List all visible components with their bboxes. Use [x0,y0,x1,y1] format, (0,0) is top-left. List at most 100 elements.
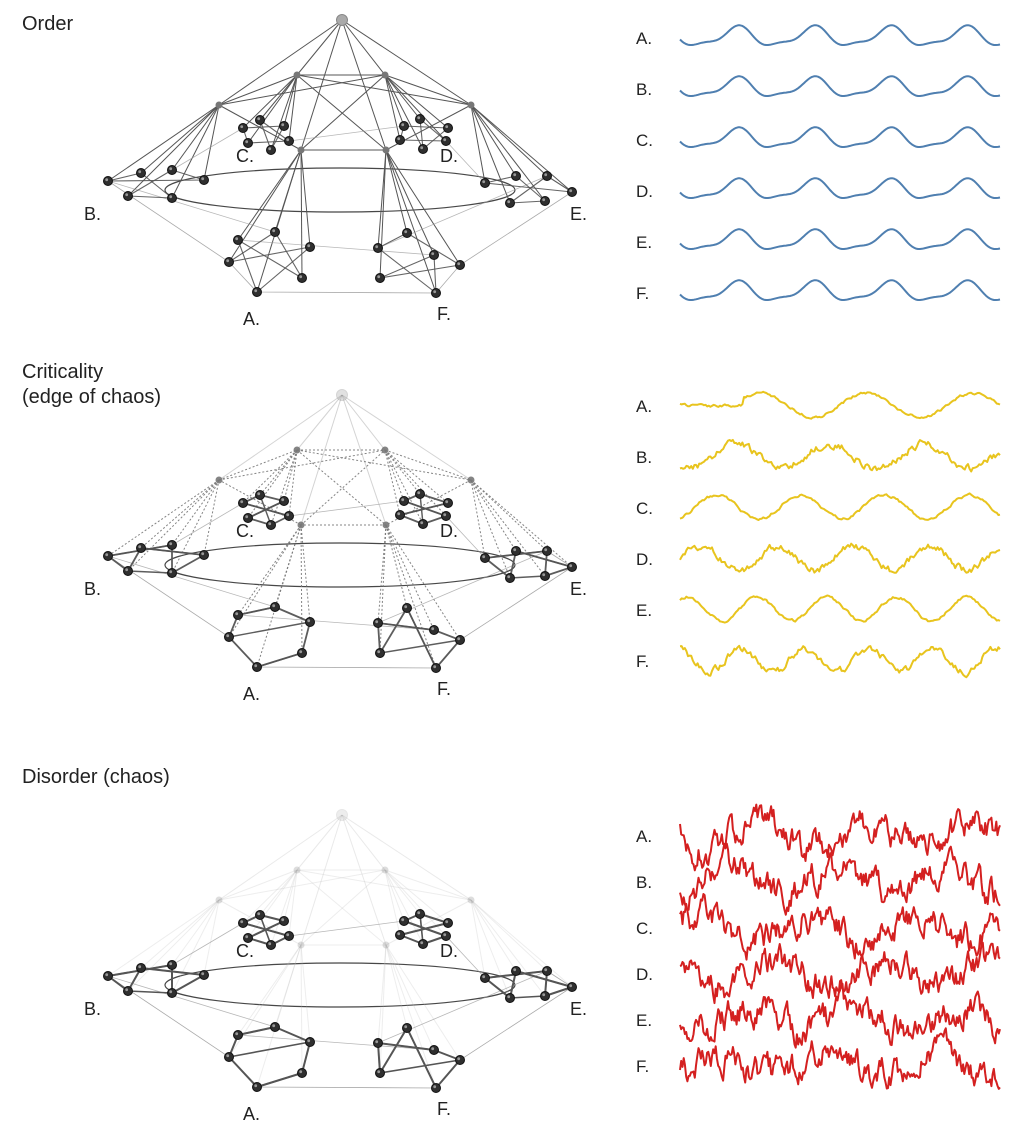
intra-region-edge [379,264,461,279]
region-node [540,991,550,1001]
intra-region-edge [228,1041,311,1058]
region-node [415,114,425,124]
region-node-highlight [375,245,379,249]
region-node-highlight [105,178,109,182]
region-node [199,175,209,185]
intra-region-edge [127,169,173,197]
signal-label-a: A. [636,29,652,48]
apex-edge [341,394,472,481]
region-node [123,191,133,201]
hub-to-node-edge [470,104,548,177]
intra-region-edge [237,1026,276,1036]
hub-to-node-edge [300,524,311,623]
signal-label-a: A. [636,827,652,846]
region-node [395,510,405,520]
region-node-highlight [105,973,109,977]
intra-region-edge [484,977,511,999]
intra-region-edge [247,500,285,519]
hub-to-node-edge [259,74,298,121]
region-node-highlight [281,123,285,127]
region-node [238,498,248,508]
region-node [224,257,234,267]
hub-to-node-edge [384,869,447,937]
region-node-highlight [375,620,379,624]
hub-to-node-edge [274,944,302,1028]
region-node-highlight [377,650,381,654]
apex-node [336,14,348,26]
signal-label-d: D. [636,550,653,569]
hub-node [467,476,475,484]
hub-to-node-edge [379,149,387,279]
region-node-highlight [125,988,129,992]
signal-label-f: F. [636,652,649,671]
region-node [455,1055,465,1065]
region-node [540,571,550,581]
region-node [167,568,177,578]
hub-edge [218,449,298,481]
panel-title-disorder: Disorder (chaos) [22,766,170,788]
region-node [167,193,177,203]
inter-region-edge [237,614,435,631]
region-node-highlight [397,137,401,141]
hub-to-node-edge [300,944,311,1043]
signal-trace-d [679,177,1001,199]
hub-node [215,476,223,484]
intra-region-edge [422,127,449,150]
region-node [279,121,289,131]
region-node-highlight [307,244,311,248]
hub-to-node-edge [140,899,220,969]
region-node [233,610,243,620]
hub-to-node-edge [385,524,435,631]
hub-edge [218,869,386,901]
intra-region-edge [127,570,173,574]
region-node-highlight [272,1024,276,1028]
hub-to-node-edge [384,449,447,517]
hub-to-node-edge [259,449,298,496]
region-node-highlight [445,920,449,924]
hub-to-node-edge [384,869,401,936]
region-node-highlight [417,911,421,915]
region-node-highlight [169,990,173,994]
apex-edge [300,814,343,946]
intra-region-edge [259,119,290,142]
region-node [266,940,276,950]
hub-to-node-edge [140,479,220,549]
region-node [415,489,425,499]
apex-edge [341,814,472,901]
intra-region-edge [377,1042,381,1074]
region-node [395,930,405,940]
hub-to-node-edge [256,524,302,668]
region-node-highlight [401,918,405,922]
region-label-d: D. [440,146,458,166]
panel-title-order: Order [22,13,74,35]
region-node [431,1083,441,1093]
region-node [567,562,577,572]
ellipse-loop [164,962,516,1008]
intra-region-edge [247,140,290,144]
region-node [266,145,276,155]
region-node-highlight [254,1084,258,1088]
signal-label-d: D. [636,182,653,201]
region-node-highlight [569,564,573,568]
inter-region-edge [288,125,405,142]
region-node-highlight [281,498,285,502]
region-node [373,1038,383,1048]
hub-to-node-edge [384,449,405,502]
hub-to-node-edge [384,449,401,516]
region-node [511,546,521,556]
hub-to-node-edge [470,479,548,552]
hub-to-node-edge [385,149,408,234]
hub-edge [218,74,386,106]
region-node-highlight [457,637,461,641]
region-node [429,250,439,260]
hub-to-node-edge [270,74,298,151]
region-node-highlight [507,995,511,999]
region-node-highlight [272,229,276,233]
hub-to-node-edge [127,479,220,572]
region-node [542,966,552,976]
hub-to-node-edge [384,74,401,141]
intra-region-edge [509,175,548,204]
hub-to-node-edge [171,104,220,171]
region-label-f: F. [437,679,451,699]
region-node-highlight [457,1057,461,1061]
